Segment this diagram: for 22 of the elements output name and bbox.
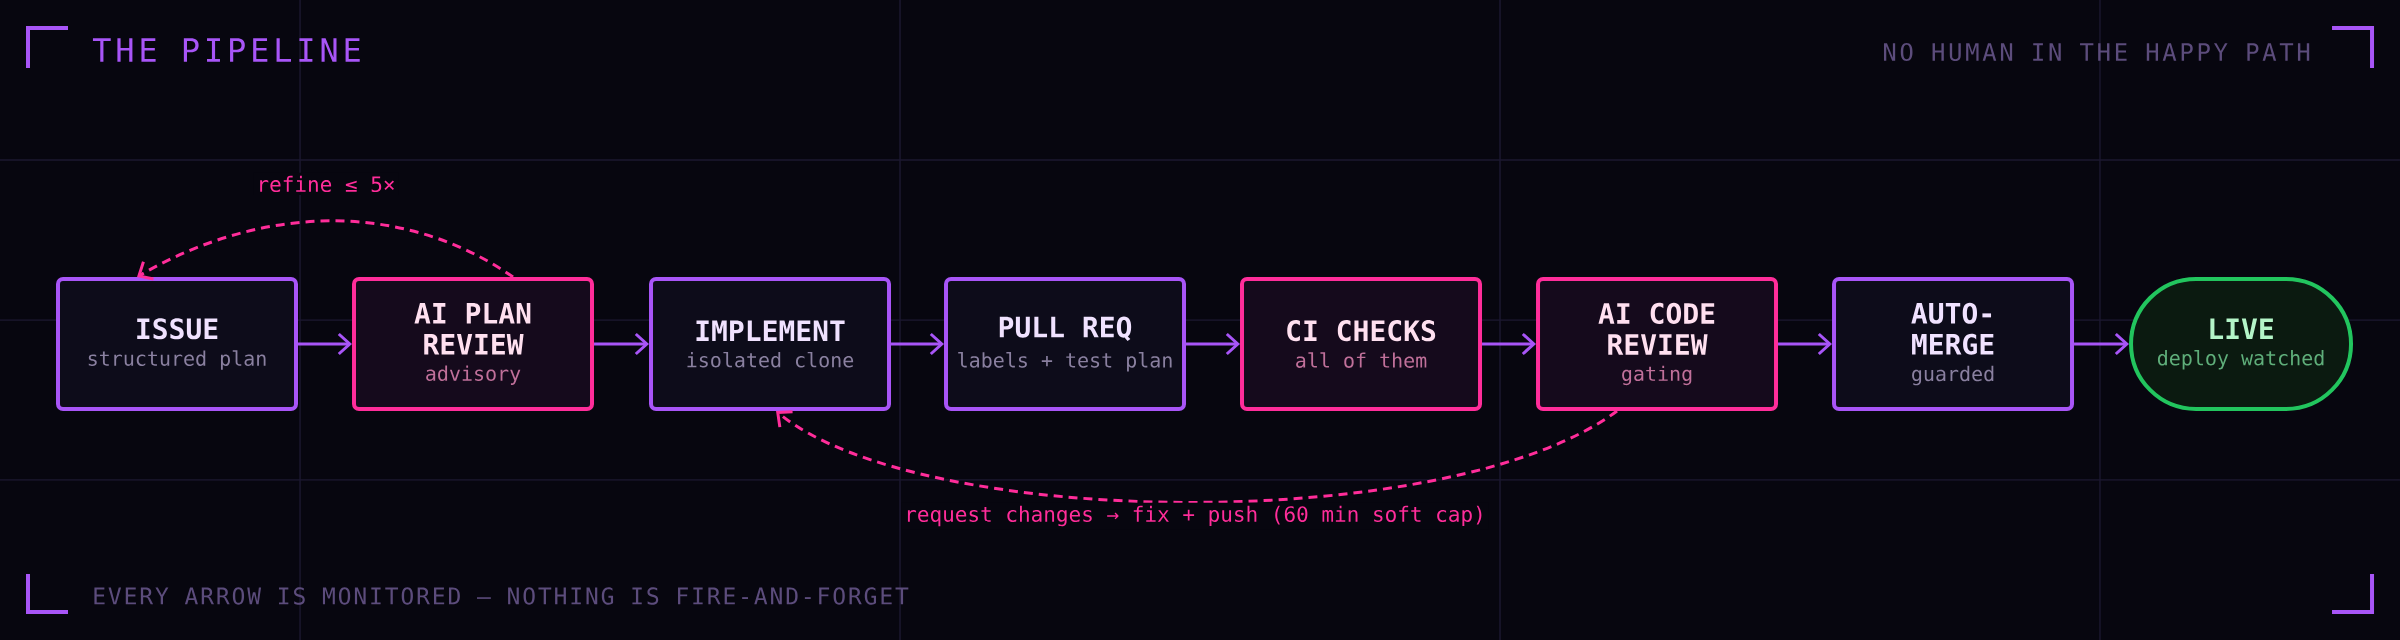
- edge-label: refine ≤ 5×: [253, 172, 399, 196]
- stage-box: AI CODE REVIEW gating: [1536, 277, 1778, 411]
- stage-box: AUTO-MERGE guarded: [1832, 277, 2075, 411]
- stage-box: PULL REQ labels + test plan: [944, 277, 1186, 411]
- note-text: EVERY ARROW IS MONITORED — NOTHING IS FIRE-AND-FORGET: [94, 587, 909, 605]
- arrow: [298, 332, 352, 356]
- arrow: [594, 332, 649, 356]
- title: THE PIPELINE: [92, 38, 360, 62]
- arrow: [137, 219, 514, 281]
- stage-box: AI PLAN REVIEW advisory: [352, 277, 594, 411]
- edge-label: request changes → fix + push (60 min soft cap): [901, 502, 1489, 530]
- arrow: [1778, 332, 1832, 356]
- stage-box: CI CHECKS all of them: [1240, 277, 1482, 411]
- note-text: NO HUMAN IN THE HAPPY PATH: [1884, 42, 2310, 62]
- arrow: [1482, 332, 1536, 356]
- stage-box: IMPLEMENT isolated clone: [649, 277, 891, 411]
- arrow: [2074, 332, 2130, 356]
- arrow: [891, 332, 945, 356]
- arrow: [1186, 332, 1240, 356]
- arrow: [776, 409, 1618, 504]
- stage-box: ISSUE structured plan: [56, 277, 298, 411]
- stage-pill: LIVE deploy watched: [2129, 277, 2354, 411]
